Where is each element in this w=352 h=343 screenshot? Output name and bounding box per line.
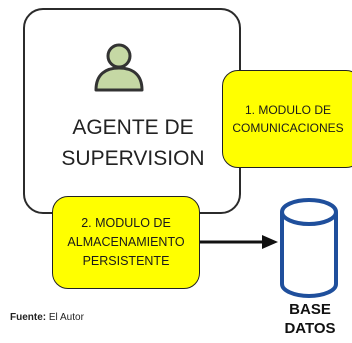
storage-module: 2. MODULO DE ALMACENAMIENTO PERSISTENTE [52, 196, 200, 289]
database-label: BASE DATOS [284, 301, 336, 337]
agent-title: AGENTE DE SUPERVISION [61, 116, 205, 170]
communications-module: 1. MODULO DE COMUNICACIONES [222, 70, 352, 168]
source-note: Fuente: El Autor [10, 312, 84, 323]
storage-module-label: 2. MODULO DE ALMACENAMIENTO PERSISTENTE [67, 216, 185, 268]
source-text: El Autor [46, 312, 84, 323]
source-prefix: Fuente: [10, 312, 47, 323]
agent-container [23, 8, 241, 214]
database-icon [280, 198, 338, 298]
person-icon [94, 43, 144, 92]
arrow-to-database [200, 235, 278, 249]
communications-module-label: 1. MODULO DE COMUNICACIONES [232, 103, 344, 135]
